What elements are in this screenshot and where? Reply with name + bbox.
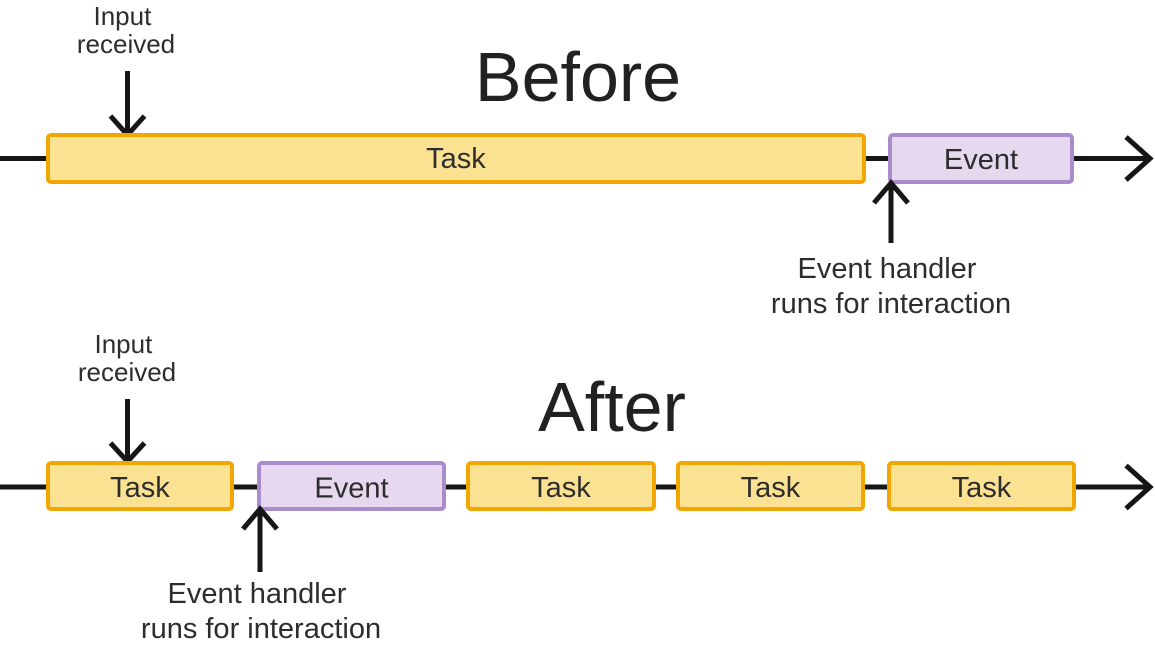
event-bar-rect <box>888 133 1074 184</box>
before-title: Before <box>475 38 681 116</box>
task-bar-label: Task <box>531 472 591 504</box>
after-handler-annotation: Event handler runs for interaction <box>141 505 381 645</box>
task-bar-rect <box>887 461 1076 511</box>
event-bar-label: Event <box>314 473 388 505</box>
task-bar-label: Task <box>110 472 170 504</box>
event-bar: Event <box>888 133 1074 184</box>
task-bar-label: Task <box>741 472 801 504</box>
task-bar-rect <box>676 461 865 511</box>
input-received-label: Input received <box>78 329 176 387</box>
task-bar: Task <box>46 461 234 511</box>
after-section: After Input received <box>0 329 1154 645</box>
task-bar-rect <box>466 461 656 511</box>
event-handler-label: Event handler runs for interaction <box>771 253 1011 320</box>
task-bar-label: Task <box>952 472 1012 504</box>
task-bar: Task <box>46 133 866 184</box>
task-bar: Task <box>887 461 1076 511</box>
task-bar-rect <box>46 133 866 184</box>
timeline-arrowhead-icon <box>1124 135 1154 182</box>
before-handler-annotation: Event handler runs for interaction <box>771 179 1011 320</box>
input-received-label: Input received <box>77 1 175 59</box>
before-section: Before Input received Task <box>0 1 1154 320</box>
task-bar-rect <box>46 461 234 511</box>
after-title: After <box>538 368 686 446</box>
event-handler-label: Event handler runs for interaction <box>141 578 381 645</box>
event-bar-rect <box>257 461 446 511</box>
event-bar: Event <box>257 461 446 511</box>
before-input-annotation: Input received <box>77 1 175 139</box>
up-arrow-icon <box>872 179 910 205</box>
task-bar: Task <box>466 461 656 511</box>
timeline-arrowhead-icon <box>1124 463 1154 511</box>
after-input-annotation: Input received <box>78 329 176 466</box>
task-bar-label: Task <box>426 143 486 175</box>
after-timeline: Task Event Task Task Task <box>0 461 1154 511</box>
up-arrow-icon <box>241 505 279 531</box>
event-bar-label: Event <box>944 144 1018 176</box>
before-timeline: Task Event <box>0 133 1154 184</box>
task-bar: Task <box>676 461 865 511</box>
